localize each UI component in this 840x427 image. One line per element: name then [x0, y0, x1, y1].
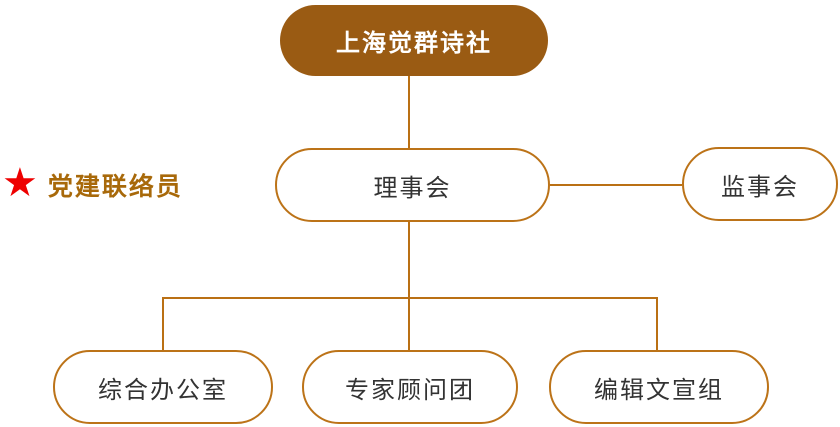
connector-council-to-bus — [408, 222, 410, 298]
legend-party-liaison: ★ 党建联络员 — [2, 163, 183, 207]
node-supervisory-board: 监事会 — [682, 147, 838, 221]
legend-label: 党建联络员 — [47, 173, 183, 201]
connector-drop-office — [162, 299, 164, 350]
node-council: 理事会 — [275, 148, 550, 222]
connector-root-to-council — [408, 76, 410, 149]
red-star-icon: ★ — [2, 161, 38, 205]
node-editorial-publicity: 编辑文宣组 — [549, 350, 769, 424]
node-supervisory-label: 监事会 — [721, 173, 799, 201]
connector-drop-editorial — [656, 299, 658, 350]
node-general-office: 综合办公室 — [53, 350, 273, 424]
node-general-office-label: 综合办公室 — [98, 376, 228, 404]
connector-bus — [162, 297, 658, 299]
node-expert-advisory-label: 专家顾问团 — [345, 376, 475, 404]
connector-drop-advisory — [408, 299, 410, 350]
connector-council-to-supervisory — [550, 184, 682, 186]
node-editorial-publicity-label: 编辑文宣组 — [594, 376, 724, 404]
node-root-label: 上海觉群诗社 — [336, 30, 492, 57]
node-root-society: 上海觉群诗社 — [280, 5, 548, 76]
node-expert-advisory: 专家顾问团 — [302, 350, 518, 424]
node-council-label: 理事会 — [373, 174, 452, 202]
